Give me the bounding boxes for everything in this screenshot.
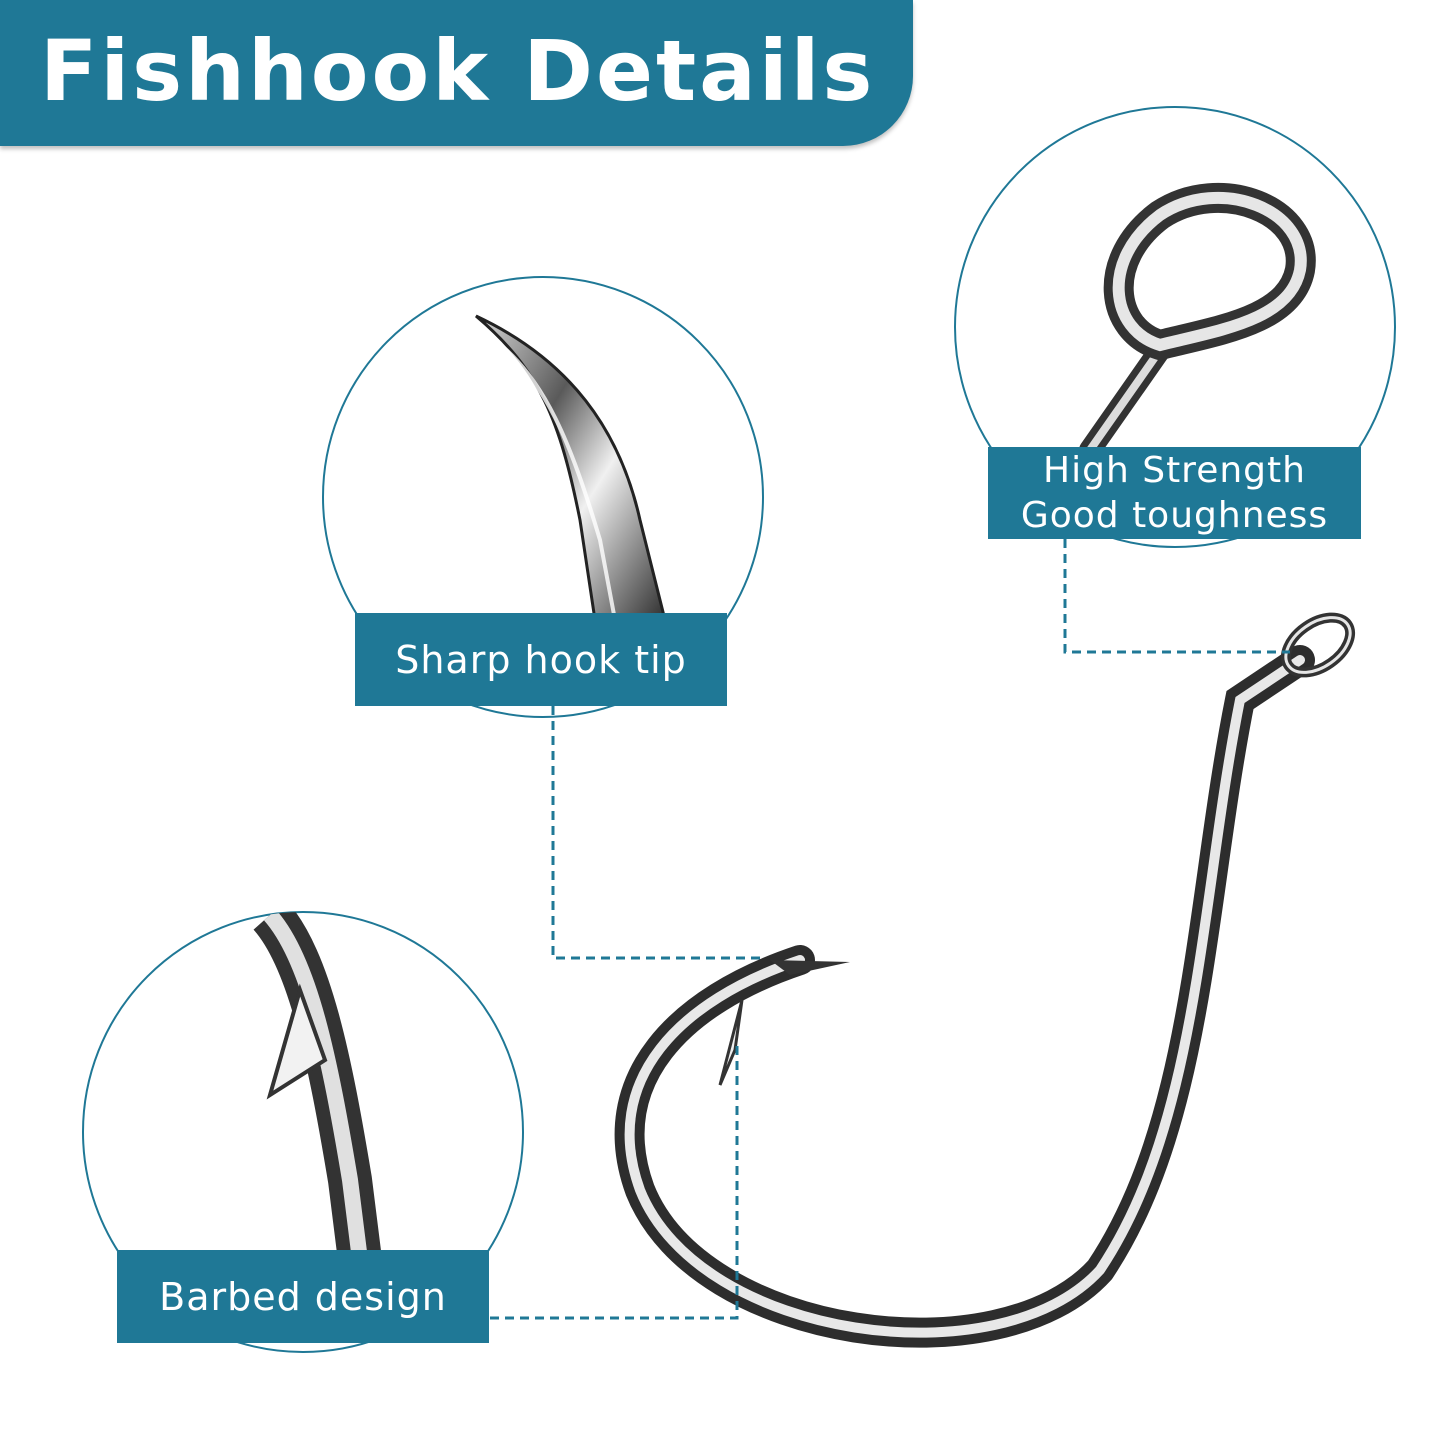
leader-barb — [490, 1040, 739, 1320]
detail-circle-barb — [82, 911, 524, 1353]
label-sharp-hook-tip: Sharp hook tip — [355, 613, 727, 706]
label-high-strength-line1: High Strength — [1043, 450, 1306, 491]
title-banner: Fishhook Details — [0, 0, 913, 146]
leader-tip — [551, 706, 760, 960]
zoom-barb — [252, 912, 382, 1263]
label-high-strength: High Strength Good toughness — [988, 447, 1361, 539]
zoom-hook-eye — [1079, 182, 1316, 461]
label-barbed-design-text: Barbed design — [159, 1274, 447, 1319]
label-high-strength-line2: Good toughness — [1020, 495, 1329, 536]
main-hook — [614, 612, 1356, 1348]
label-sharp-hook-tip-text: Sharp hook tip — [395, 637, 687, 682]
page-title: Fishhook Details — [40, 22, 876, 120]
leader-lines — [490, 539, 1290, 1320]
label-barbed-design: Barbed design — [117, 1250, 489, 1343]
leader-eye — [1063, 539, 1290, 654]
